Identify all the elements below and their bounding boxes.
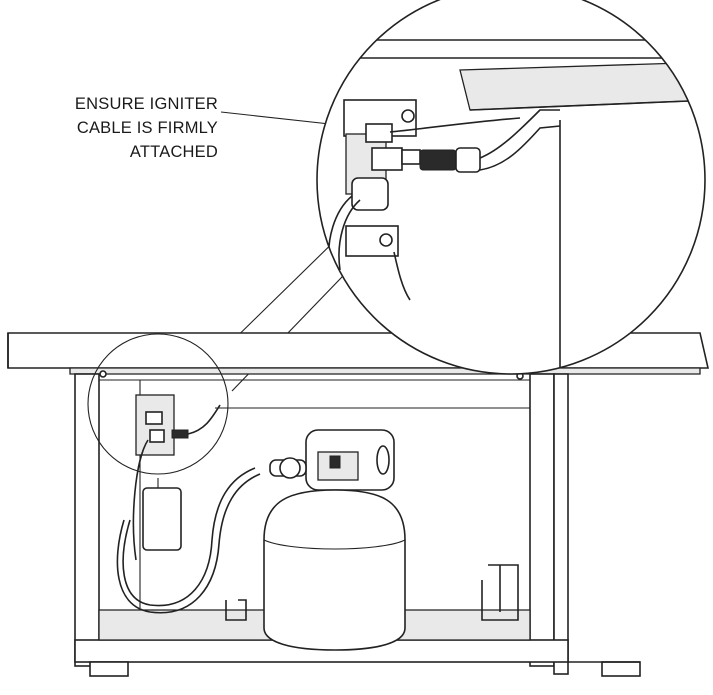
igniter-tag: [142, 487, 182, 551]
left-foot: [89, 661, 129, 677]
tank-body: [263, 489, 406, 651]
callout-line-1: ENSURE IGNITER: [74, 95, 218, 113]
tank-bracket-left: [225, 599, 247, 621]
gas-hose: [116, 467, 261, 614]
igniter-callout-label: ENSURE IGNITER CABLE IS FIRMLY ATTACHED: [8, 92, 218, 164]
zoom-detail: [316, 0, 706, 375]
tank-bracket-right: [481, 564, 519, 621]
valve-assembly-small: [132, 394, 221, 561]
table-top-underside: [69, 367, 701, 375]
callout-line-3: ATTACHED: [129, 143, 218, 161]
zoom-source-circle: [87, 333, 229, 475]
propane-tank: [263, 429, 406, 651]
callout-line-2: CABLE IS FIRMLY: [76, 119, 218, 137]
left-leg: [74, 373, 100, 667]
right-foot: [601, 661, 641, 677]
right-leg-side: [553, 373, 569, 675]
igniter-connector: [419, 149, 457, 171]
right-leg: [529, 373, 555, 667]
